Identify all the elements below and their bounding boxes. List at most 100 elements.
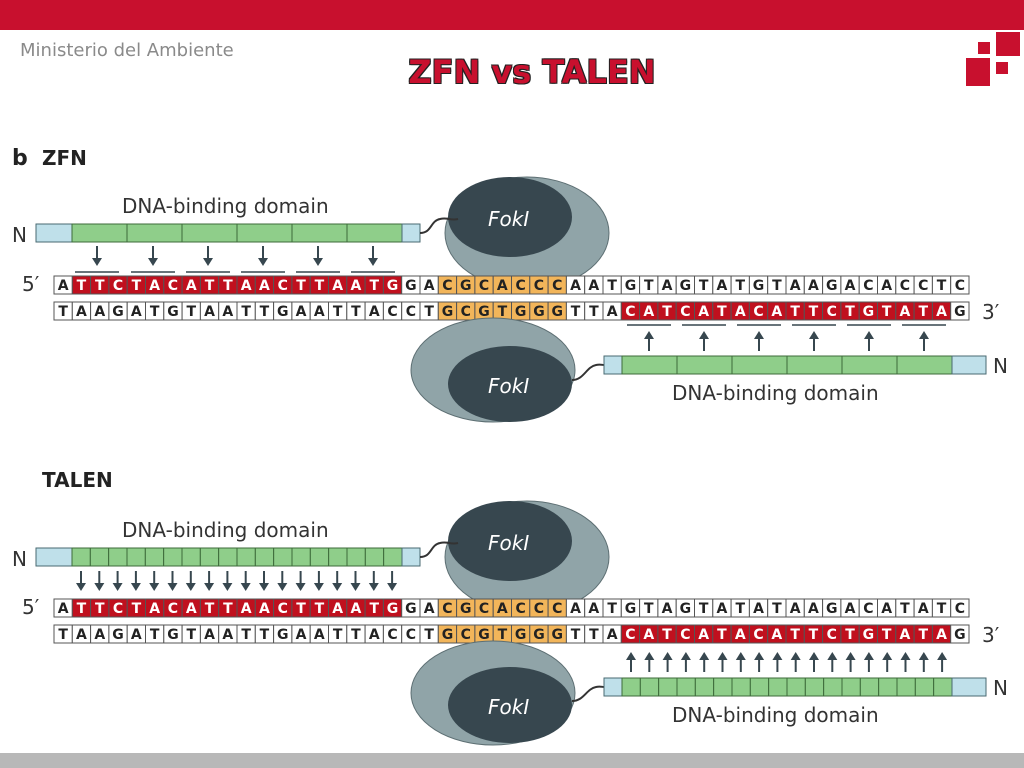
base-letter: A	[332, 601, 343, 617]
base-letter: C	[900, 278, 910, 294]
base-letter: C	[827, 304, 837, 320]
base-cell	[950, 301, 970, 321]
arrow-head	[754, 652, 765, 660]
base-letter: C	[753, 627, 763, 643]
arrow-head	[699, 652, 710, 660]
base-letter: T	[735, 278, 745, 294]
domain-segment	[786, 677, 806, 697]
base-letter: T	[95, 278, 105, 294]
base-letter: A	[351, 278, 362, 294]
arrow-head	[76, 583, 86, 591]
zfn-bottom-domain-label: DNA-binding domain	[672, 381, 879, 405]
base-letter: T	[58, 627, 68, 643]
domain-segment	[181, 223, 238, 243]
base-letter: C	[479, 601, 489, 617]
talen-top-linker	[419, 541, 459, 558]
base-letter: C	[534, 278, 544, 294]
base-letter: T	[260, 627, 270, 643]
base-letter: C	[955, 278, 965, 294]
domain-segment	[823, 677, 843, 697]
arrow-head	[368, 258, 378, 266]
base-letter: A	[314, 627, 325, 643]
domain-segment	[676, 355, 733, 375]
base-letter: T	[223, 278, 233, 294]
base-letter: T	[333, 627, 343, 643]
arrow-head	[790, 652, 801, 660]
talen-five-prime: 5′	[22, 595, 40, 619]
base-letter: C	[516, 278, 526, 294]
base-letter: G	[826, 278, 838, 294]
base-letter: C	[955, 601, 965, 617]
base-letter: T	[315, 601, 325, 617]
zfn-top-linker-cap	[401, 223, 421, 243]
base-letter: T	[571, 304, 581, 320]
arrow-head	[644, 652, 655, 660]
base-letter: C	[863, 601, 873, 617]
base-letter: A	[717, 278, 728, 294]
base-letter: C	[753, 304, 763, 320]
base-letter: T	[205, 278, 215, 294]
base-letter: A	[204, 627, 215, 643]
base-letter: C	[406, 304, 416, 320]
zfn-bottom-linker-cap	[603, 355, 623, 375]
base-letter: T	[882, 304, 892, 320]
domain-segment	[859, 677, 880, 697]
base-letter: A	[735, 304, 746, 320]
base-letter: T	[95, 601, 105, 617]
arrow-head	[368, 583, 379, 591]
talen-bottom-linker-cap	[603, 677, 623, 697]
base-letter: T	[315, 278, 325, 294]
arrow-head	[900, 652, 911, 660]
base-letter: T	[571, 627, 581, 643]
base-letter: C	[406, 627, 416, 643]
base-letter: T	[662, 304, 672, 320]
arrow-head	[754, 331, 764, 339]
base-letter: T	[790, 304, 800, 320]
arrow-head	[680, 652, 691, 660]
base-letter: A	[296, 627, 307, 643]
base-cell	[950, 598, 970, 618]
arrow-head	[94, 583, 105, 591]
base-letter: A	[643, 627, 654, 643]
zfn-bottom-arrows	[627, 324, 946, 351]
base-letter: T	[296, 601, 306, 617]
base-cell	[950, 624, 970, 644]
fokI-top-core	[448, 177, 572, 257]
arrow-head	[148, 258, 158, 266]
base-letter: T	[662, 627, 672, 643]
base-letter: A	[186, 278, 197, 294]
base-letter: T	[241, 304, 251, 320]
talen-n-terminal-top: N	[12, 547, 27, 571]
arrow-head	[772, 652, 783, 660]
base-letter: G	[680, 601, 692, 617]
base-letter: T	[607, 278, 617, 294]
base-letter: C	[113, 601, 123, 617]
base-letter: G	[954, 627, 966, 643]
base-letter: T	[77, 601, 87, 617]
arrow-head	[313, 258, 323, 266]
base-letter: T	[77, 278, 87, 294]
arrow-head	[845, 652, 856, 660]
base-letter: A	[222, 627, 233, 643]
base-letter: C	[516, 601, 526, 617]
base-letter: A	[771, 304, 782, 320]
domain-segment	[878, 677, 898, 697]
arrow-head	[112, 583, 123, 591]
domain-segment	[291, 223, 348, 243]
base-letter: A	[698, 304, 709, 320]
base-letter: A	[936, 304, 947, 320]
base-letter: G	[552, 304, 564, 320]
arrow-head	[277, 583, 288, 591]
base-letter: A	[735, 627, 746, 643]
base-letter: A	[241, 278, 252, 294]
zfn-five-prime: 5′	[22, 272, 40, 296]
base-letter: A	[351, 601, 362, 617]
base-letter: C	[461, 304, 471, 320]
base-letter: T	[918, 627, 928, 643]
domain-segment	[89, 547, 110, 567]
base-letter: T	[205, 601, 215, 617]
base-letter: A	[698, 627, 709, 643]
base-letter: G	[442, 627, 454, 643]
base-letter: G	[533, 304, 545, 320]
